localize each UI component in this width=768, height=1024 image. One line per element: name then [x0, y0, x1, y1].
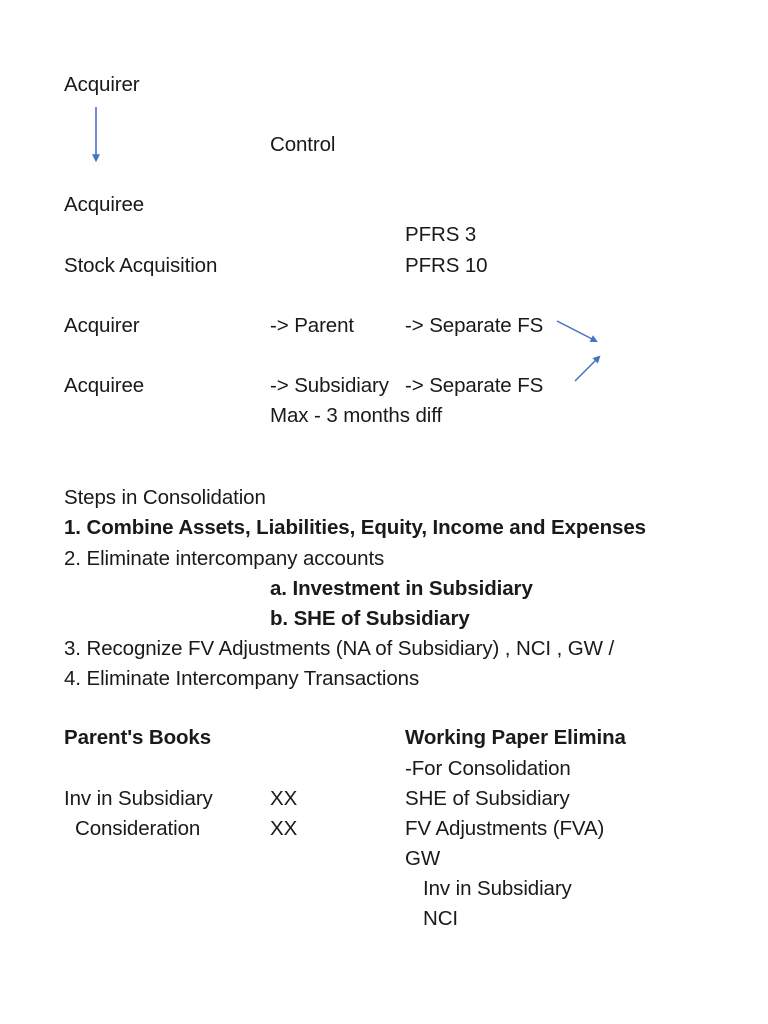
- working-paper-credit-1: NCI: [423, 907, 459, 930]
- steps-heading: Steps in Consolidation: [64, 486, 266, 509]
- control-label: Control: [270, 133, 336, 156]
- acquirer-label-mapping: Acquirer: [64, 314, 140, 337]
- stock-acquisition-label: Stock Acquisition: [64, 254, 218, 277]
- step-2: 2. Eliminate intercompany accounts: [64, 547, 385, 570]
- parents-books-row-amount-1: XX: [270, 817, 298, 840]
- working-paper-subheading: -For Consolidation: [405, 757, 571, 780]
- working-paper-credit-0: Inv in Subsidiary: [423, 877, 572, 900]
- working-paper-debit-0: SHE of Subsidiary: [405, 787, 570, 810]
- diagonal-up-right-arrow: [574, 355, 601, 382]
- step-2b-she-of-subsidiary: b. SHE of Subsidiary: [270, 607, 470, 630]
- parents-books-heading: Parent's Books: [64, 726, 212, 749]
- acquiree-label-top: Acquiree: [64, 193, 145, 216]
- parents-books-row-account-0: Inv in Subsidiary: [64, 787, 213, 810]
- diagonal-down-right-arrow: [556, 320, 598, 342]
- parents-books-row-account-1: Consideration: [75, 817, 201, 840]
- acquirer-maps-to-parent: -> Parent: [270, 314, 354, 337]
- pfrs-10-label: PFRS 10: [405, 254, 488, 277]
- acquiree-maps-to-subsidiary: -> Subsidiary: [270, 374, 389, 397]
- parents-books-row-amount-0: XX: [270, 787, 298, 810]
- step-1: 1. Combine Assets, Liabilities, Equity, …: [64, 516, 646, 539]
- step-3: 3. Recognize FV Adjustments (NA of Subsi…: [64, 637, 615, 660]
- working-paper-debit-2: GW: [405, 847, 441, 870]
- max-three-months-diff-note: Max - 3 months diff: [270, 404, 443, 427]
- working-paper-debit-1: FV Adjustments (FVA): [405, 817, 605, 840]
- pfrs-3-label: PFRS 3: [405, 223, 477, 246]
- working-paper-heading: Working Paper Elimina: [405, 726, 626, 749]
- acquiree-label-mapping: Acquiree: [64, 374, 145, 397]
- acquirer-label-top: Acquirer: [64, 73, 140, 96]
- acquiree-separate-fs: -> Separate FS: [405, 374, 544, 397]
- acquirer-separate-fs: -> Separate FS: [405, 314, 544, 337]
- step-4: 4. Eliminate Intercompany Transactions: [64, 667, 420, 690]
- step-2a-investment-in-subsidiary: a. Investment in Subsidiary: [270, 577, 533, 600]
